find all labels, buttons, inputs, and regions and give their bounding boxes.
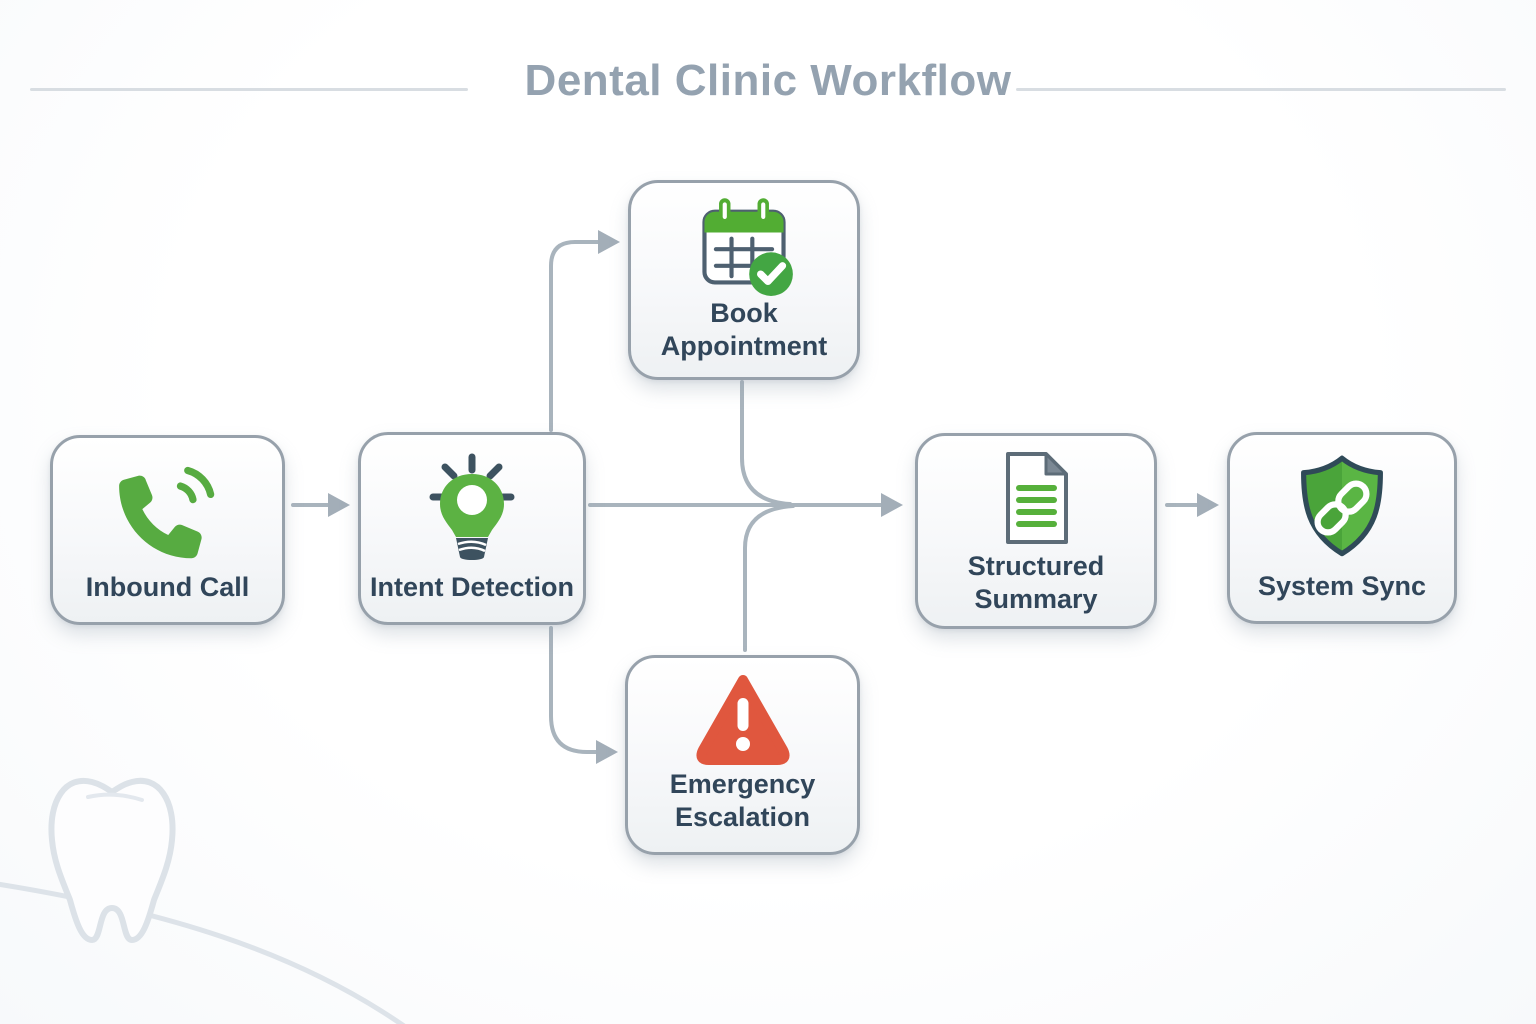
tooth-icon	[48, 777, 176, 943]
arrowhead-structured-to-sync	[1197, 493, 1219, 517]
label-line-1: Inbound Call	[85, 572, 250, 603]
label-line-1: Book	[710, 298, 778, 328]
node-label: System Sync	[1250, 570, 1434, 621]
arrowhead-inbound-to-intent	[328, 493, 350, 517]
label-line-1: Emergency	[669, 769, 816, 800]
node-label: Emergency Escalation	[662, 768, 824, 852]
page-title: Dental Clinic Workflow	[524, 56, 1012, 105]
connector-intent-to-emergency	[549, 626, 600, 754]
label-line-2: Escalation	[674, 802, 811, 833]
node-label: Inbound Call	[78, 571, 257, 622]
calendar-check-icon	[688, 183, 800, 297]
document-icon	[986, 436, 1086, 550]
node-system-sync: System Sync	[1227, 432, 1457, 624]
node-structured-summary: Structured Summary	[915, 433, 1157, 629]
title-divider-left	[30, 88, 468, 91]
warning-triangle-icon	[691, 658, 795, 768]
lightbulb-icon	[422, 435, 522, 571]
label-line-2: Appointment	[660, 330, 828, 361]
node-label: Structured Summary	[960, 550, 1113, 634]
label-line-1: Intent Detection	[369, 572, 574, 603]
node-book-appointment: Book Appointment	[628, 180, 860, 380]
node-label: Book Appointment	[653, 297, 835, 381]
arrowhead-intent-to-emergency	[596, 740, 618, 764]
connector-emergency-to-merge	[743, 504, 795, 652]
gum-curve-line	[0, 881, 406, 1024]
connector-intent-to-book	[549, 240, 602, 432]
label-line-1: System Sync	[1257, 571, 1427, 602]
node-emergency-escalation: Emergency Escalation	[625, 655, 860, 855]
shield-link-icon	[1289, 435, 1395, 570]
title-divider-right	[1016, 88, 1506, 91]
connector-book-to-merge	[740, 380, 792, 506]
arrowhead-intent-to-book	[598, 230, 620, 254]
label-line-2: Summary	[974, 583, 1098, 614]
node-inbound-call: Inbound Call	[50, 435, 285, 625]
node-intent-detection: Intent Detection	[358, 432, 586, 625]
arrowhead-intent-to-structured	[881, 493, 903, 517]
node-label: Intent Detection	[362, 571, 582, 622]
label-line-1: Structured	[967, 551, 1105, 581]
phone-icon	[116, 438, 220, 571]
